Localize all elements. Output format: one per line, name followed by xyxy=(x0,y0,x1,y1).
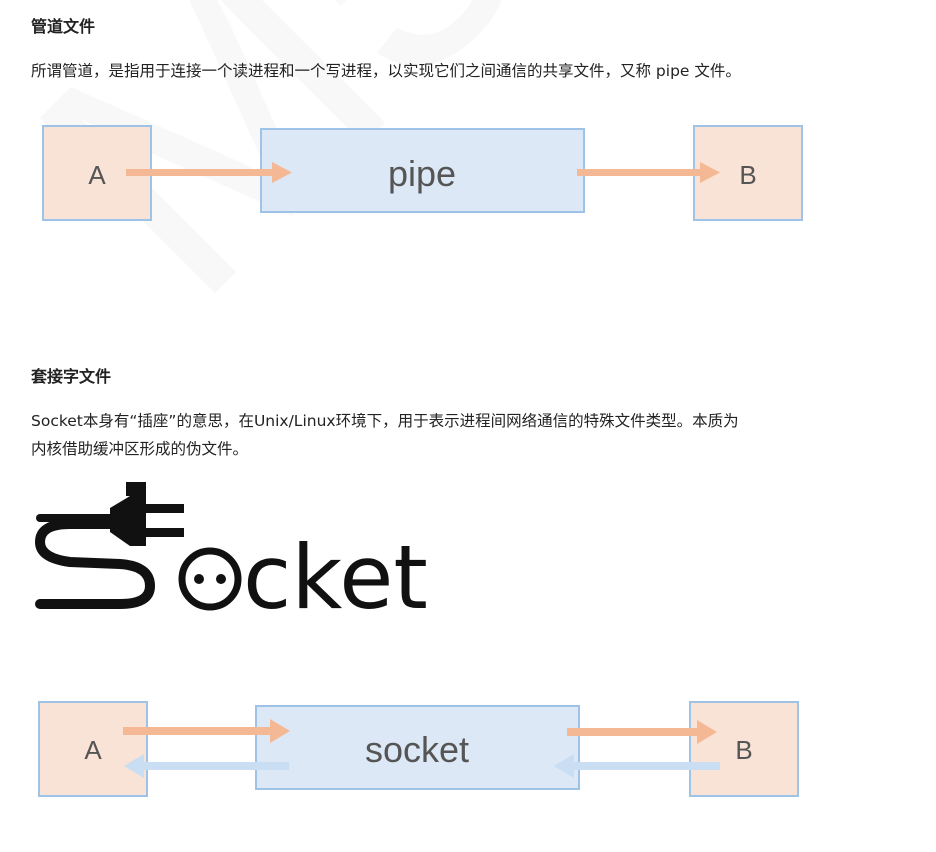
socket-arrow-socket-to-a xyxy=(124,754,289,778)
socket-label-center: socket xyxy=(365,729,469,770)
socket-label-a: A xyxy=(84,735,102,765)
section-heading-pipe: 管道文件 xyxy=(31,17,96,36)
socket-arrow-b-to-socket xyxy=(554,754,720,778)
socket-description-line1: Socket本身有“插座”的意思，在Unix/Linux环境下，用于表示进程间网… xyxy=(31,412,739,430)
pipe-box-center xyxy=(260,128,585,213)
socket-description-line2: 内核借助缓冲区形成的伪文件。 xyxy=(31,440,249,458)
socket-arrow-a-to-socket xyxy=(123,719,290,743)
pipe-arrow-pipe-to-b xyxy=(577,162,720,183)
socket-logo-plug-icon xyxy=(35,482,184,609)
section-heading-socket: 套接字文件 xyxy=(31,367,112,386)
socket-box-a xyxy=(38,701,148,797)
pipe-box-b xyxy=(693,125,803,221)
pipe-box-a xyxy=(42,125,152,221)
socket-box-b xyxy=(689,701,799,797)
socket-arrow-socket-to-b xyxy=(567,720,717,744)
pipe-arrow-a-to-pipe xyxy=(126,162,292,183)
pipe-label-center: pipe xyxy=(388,153,456,194)
socket-logo-outlet-icon xyxy=(178,547,242,611)
socket-box-center xyxy=(255,705,580,790)
socket-label-b: B xyxy=(735,735,752,765)
pipe-label-a: A xyxy=(88,160,106,190)
socket-logo: cket xyxy=(35,482,428,623)
pipe-label-b: B xyxy=(739,160,756,190)
watermark: M56-Ma xyxy=(0,0,936,373)
socket-description: Socket本身有“插座”的意思，在Unix/Linux环境下，用于表示进程间网… xyxy=(31,407,911,463)
socket-logo-text: cket xyxy=(243,526,428,623)
pipe-description: 所谓管道，是指用于连接一个读进程和一个写进程，以实现它们之间通信的共享文件，又称… xyxy=(31,62,741,80)
